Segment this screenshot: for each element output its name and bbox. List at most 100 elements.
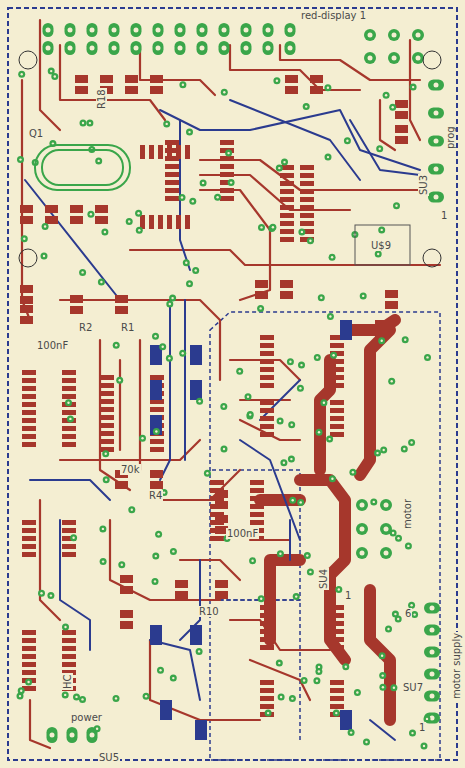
via-hole: [328, 438, 330, 440]
via: [389, 104, 396, 111]
via-hole: [72, 537, 74, 539]
drill-hole: [266, 46, 271, 51]
via: [18, 71, 25, 78]
via-hole: [331, 256, 333, 258]
silkscreen-label: R10: [198, 606, 220, 617]
smd-pad: [150, 447, 164, 452]
via-hole: [198, 650, 200, 652]
silkscreen-label: R4: [148, 490, 163, 501]
drill-hole: [360, 527, 365, 532]
via-hole: [154, 335, 156, 337]
smd-pad: [300, 165, 314, 170]
drill-hole: [434, 139, 439, 144]
smd-pad: [280, 173, 294, 178]
smd-pad: [62, 662, 76, 667]
drill-hole: [134, 46, 139, 51]
signal-trace: [240, 420, 300, 440]
via-hole: [395, 205, 397, 207]
via-hole: [412, 86, 414, 88]
drill-hole: [112, 46, 117, 51]
via-hole: [182, 352, 184, 354]
via-hole: [391, 380, 393, 382]
via-hole: [171, 297, 173, 299]
smd-pad: [280, 213, 294, 218]
bottom-pad: [190, 345, 202, 365]
smd-pad: [280, 181, 294, 186]
via: [316, 429, 323, 436]
signal-trace: [160, 470, 240, 500]
smd-pad: [120, 621, 133, 629]
smd-pad: [300, 189, 314, 194]
via-hole: [259, 307, 261, 309]
drill-hole: [360, 503, 365, 508]
signal-trace: [139, 340, 141, 470]
via: [289, 695, 296, 702]
via-hole: [96, 728, 98, 730]
via: [289, 497, 296, 504]
drill-hole: [156, 28, 161, 33]
via: [388, 378, 395, 385]
power-trace: [350, 320, 395, 330]
th-pad: [67, 727, 78, 743]
via: [301, 677, 308, 684]
smd-pad: [260, 688, 274, 693]
smd-pad: [330, 621, 344, 626]
smd-pad: [115, 481, 128, 489]
drill-hole: [434, 83, 439, 88]
smd-pad: [330, 400, 344, 405]
smd-pad: [260, 645, 274, 650]
via-hole: [397, 618, 399, 620]
smd-pad: [280, 237, 294, 242]
via: [247, 411, 254, 418]
smd-pad: [22, 434, 36, 439]
via-hole: [276, 80, 278, 82]
smd-pad: [220, 196, 234, 201]
drill-hole: [288, 46, 293, 51]
smd-pad: [395, 111, 408, 119]
via: [288, 421, 295, 428]
via: [402, 336, 409, 343]
th-pad: [285, 23, 296, 37]
smd-pad: [330, 688, 344, 693]
smd-pad: [280, 205, 294, 210]
smd-pad: [330, 645, 344, 650]
smd-pad: [100, 431, 114, 436]
via-hole: [260, 226, 262, 228]
via-hole: [23, 238, 25, 240]
th-pad: [364, 52, 376, 64]
smd-pad: [300, 205, 314, 210]
silkscreen-label: 100nF: [226, 528, 259, 539]
via: [383, 92, 390, 99]
via: [424, 354, 431, 361]
via: [245, 393, 252, 400]
th-pad: [219, 23, 230, 37]
via-hole: [50, 70, 52, 72]
smd-pad: [167, 145, 172, 159]
drill-hole: [90, 733, 95, 738]
via-hole: [301, 231, 303, 233]
signal-trace: [22, 80, 30, 320]
drill-hole: [90, 28, 95, 33]
bottom-pad: [340, 320, 352, 340]
smd-pad: [22, 544, 36, 549]
smd-pad: [62, 434, 76, 439]
drill-hole: [430, 650, 435, 655]
via: [335, 586, 342, 593]
via: [258, 224, 265, 231]
th-pad: [428, 164, 444, 175]
drill-hole: [68, 28, 73, 33]
signal-trace: [150, 640, 260, 720]
drill-hole: [178, 28, 183, 33]
via: [95, 157, 102, 164]
smd-pad: [375, 320, 388, 328]
th-pad: [428, 136, 444, 147]
via: [136, 227, 143, 234]
via: [103, 476, 110, 483]
via: [67, 415, 74, 422]
via: [70, 534, 77, 541]
th-pad: [153, 41, 164, 55]
via: [183, 259, 190, 266]
smd-pad: [62, 410, 76, 415]
smd-pad: [330, 343, 344, 348]
drill-hole: [266, 28, 271, 33]
